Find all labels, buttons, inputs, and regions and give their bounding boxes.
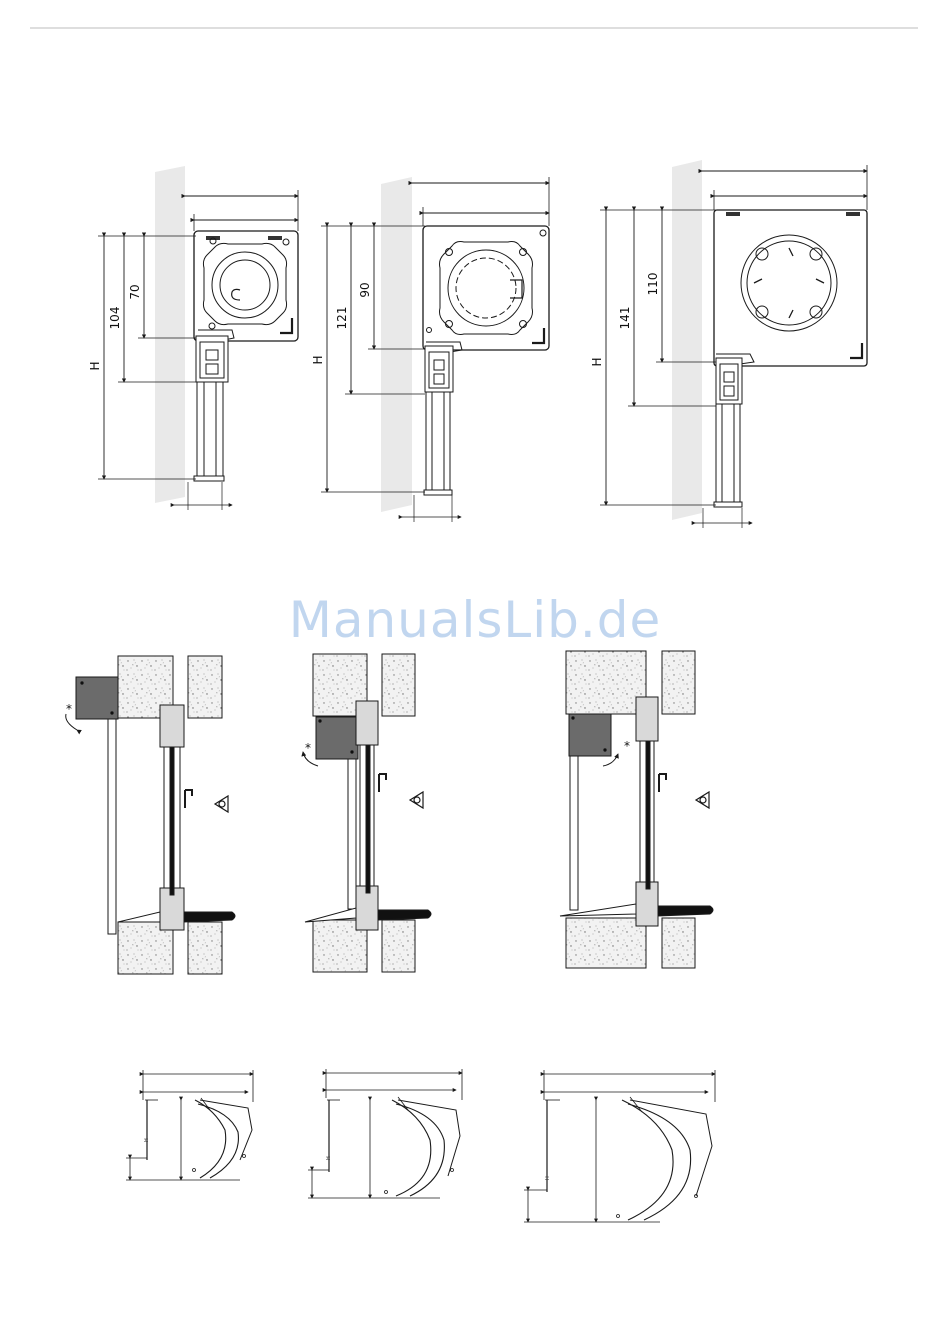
slat-profile-2: [308, 1069, 462, 1198]
box-section-3: [600, 160, 867, 528]
marker-3: *: [624, 739, 630, 753]
eye-icon: [696, 792, 709, 808]
height-label-1: H: [88, 361, 102, 370]
roller-box: [423, 226, 549, 350]
box-section-2: [321, 177, 549, 522]
window-frame-top: [636, 697, 658, 741]
side-label-3: H: [545, 1176, 551, 1180]
glazing: [170, 747, 174, 895]
window-frame-top: [356, 701, 378, 745]
glazing: [366, 745, 370, 893]
masonry-lintel-inner: [188, 656, 222, 718]
dimension-label-outer-1: 104: [108, 307, 122, 330]
side-label-1: H: [144, 1138, 150, 1142]
wall-installation-1: [66, 656, 235, 974]
dimension-label-outer-2: 121: [335, 307, 349, 330]
masonry-sill-outer: [566, 918, 646, 968]
dimension-label-inner-2: 90: [358, 282, 372, 297]
guide-rail: [348, 759, 356, 909]
masonry-lintel-inner: [662, 651, 695, 714]
side-label-2: H: [326, 1156, 332, 1160]
wall-installation-3: [560, 651, 713, 968]
wall-installation-2: [303, 654, 431, 972]
masonry-lintel-inner: [382, 654, 415, 716]
glazing: [646, 741, 650, 889]
frame-below: [716, 404, 740, 504]
masonry-sill-inner: [188, 922, 222, 974]
marker-1: *: [66, 702, 72, 716]
slat-profile-1: [126, 1070, 253, 1180]
masonry-sill-inner: [382, 920, 415, 972]
window-frame-profile: [196, 336, 228, 382]
eye-icon: [410, 792, 423, 808]
dimension-label-outer-3: 141: [618, 307, 632, 330]
frame-below: [426, 392, 450, 492]
masonry-sill-inner: [662, 918, 695, 968]
window-handle: [659, 774, 666, 792]
dimension-label-inner-3: 110: [646, 273, 660, 296]
roller-box: [714, 210, 867, 366]
dimension-label-inner-1: 70: [128, 284, 142, 299]
wall-section: [155, 166, 185, 503]
wall-section: [381, 177, 412, 512]
rotation-arrow: [66, 714, 77, 730]
guide-rail: [570, 756, 578, 910]
guide-rail: [108, 719, 116, 934]
interior-sill: [658, 906, 713, 916]
eye-icon: [215, 796, 228, 812]
height-label-3: H: [590, 357, 604, 366]
frame-below: [197, 382, 223, 478]
interior-sill: [184, 912, 235, 922]
wall-section: [672, 160, 702, 520]
interior-sill: [378, 910, 431, 920]
window-handle: [379, 774, 386, 792]
watermark: ManualsLib.de: [289, 591, 662, 649]
box-section-1: [98, 166, 298, 510]
slat-profile-3: [524, 1070, 715, 1222]
height-label-2: H: [311, 355, 325, 364]
marker-2: *: [305, 741, 311, 755]
window-handle: [185, 790, 192, 808]
masonry-lintel-outer: [566, 651, 646, 714]
window-frame-top: [160, 705, 184, 747]
